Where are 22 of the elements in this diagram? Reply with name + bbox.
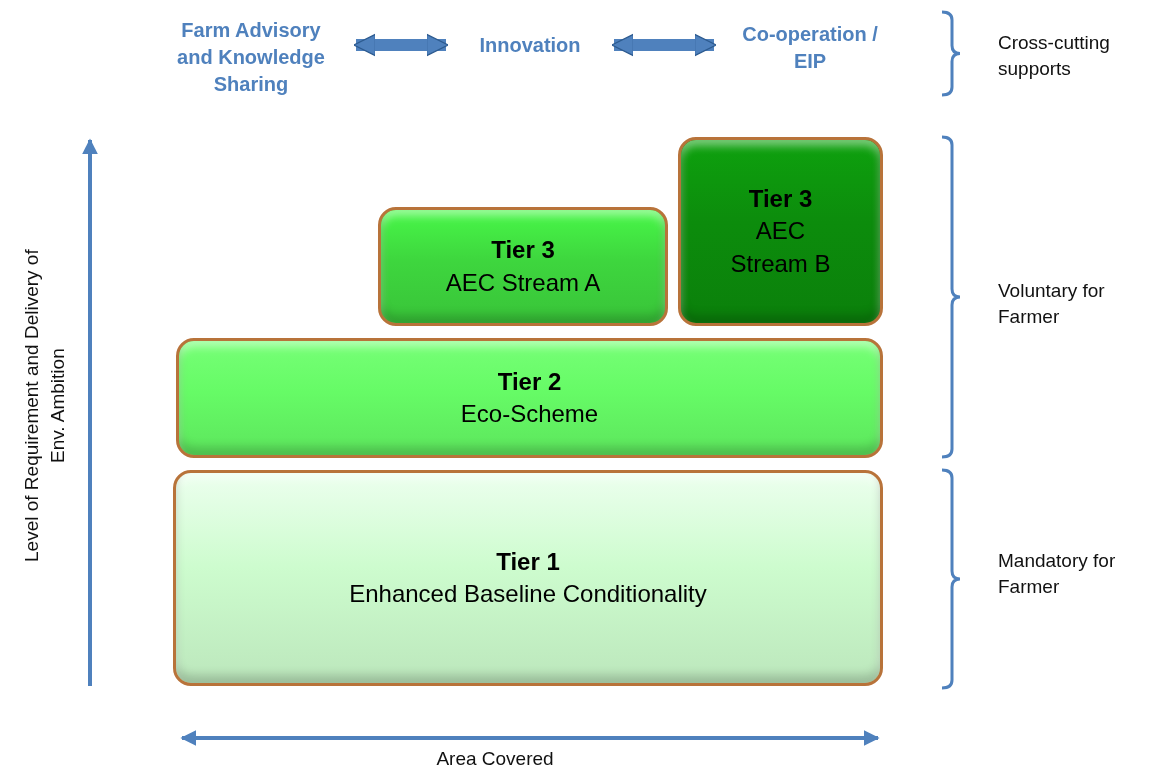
- tier-box: [173, 470, 883, 686]
- support-label: Farm Advisory and Knowledge Sharing: [176, 18, 326, 97]
- tier-description: Enhanced Baseline Conditionality: [349, 579, 707, 609]
- tier-box: [378, 207, 668, 326]
- tier-title: Tier 1: [496, 546, 560, 577]
- tier-title: Tier 3: [748, 183, 813, 214]
- double-arrow: [353, 33, 449, 57]
- tier-description: AEC Stream B: [729, 216, 832, 279]
- tier-description: Eco-Scheme: [460, 399, 599, 429]
- support-label: Innovation: [479, 32, 581, 58]
- tier-description: AEC Stream A: [445, 267, 601, 298]
- axis-label: Level of Requirement and Delivery of Env. Ambition: [20, 248, 69, 564]
- tier-box: [176, 338, 883, 458]
- bracket-label: Mandatory for Farmer: [998, 549, 1117, 599]
- tier-box: [678, 137, 883, 326]
- double-arrow: [611, 33, 717, 57]
- bracket-label: Voluntary for Farmer: [998, 279, 1106, 329]
- bracket-label: Cross-cutting supports: [998, 31, 1111, 81]
- support-label: Co-operation / EIP: [741, 22, 879, 74]
- tier-title: Tier 2: [497, 366, 562, 397]
- axis-label: Area Covered: [435, 747, 555, 771]
- tier-title: Tier 3: [491, 235, 555, 266]
